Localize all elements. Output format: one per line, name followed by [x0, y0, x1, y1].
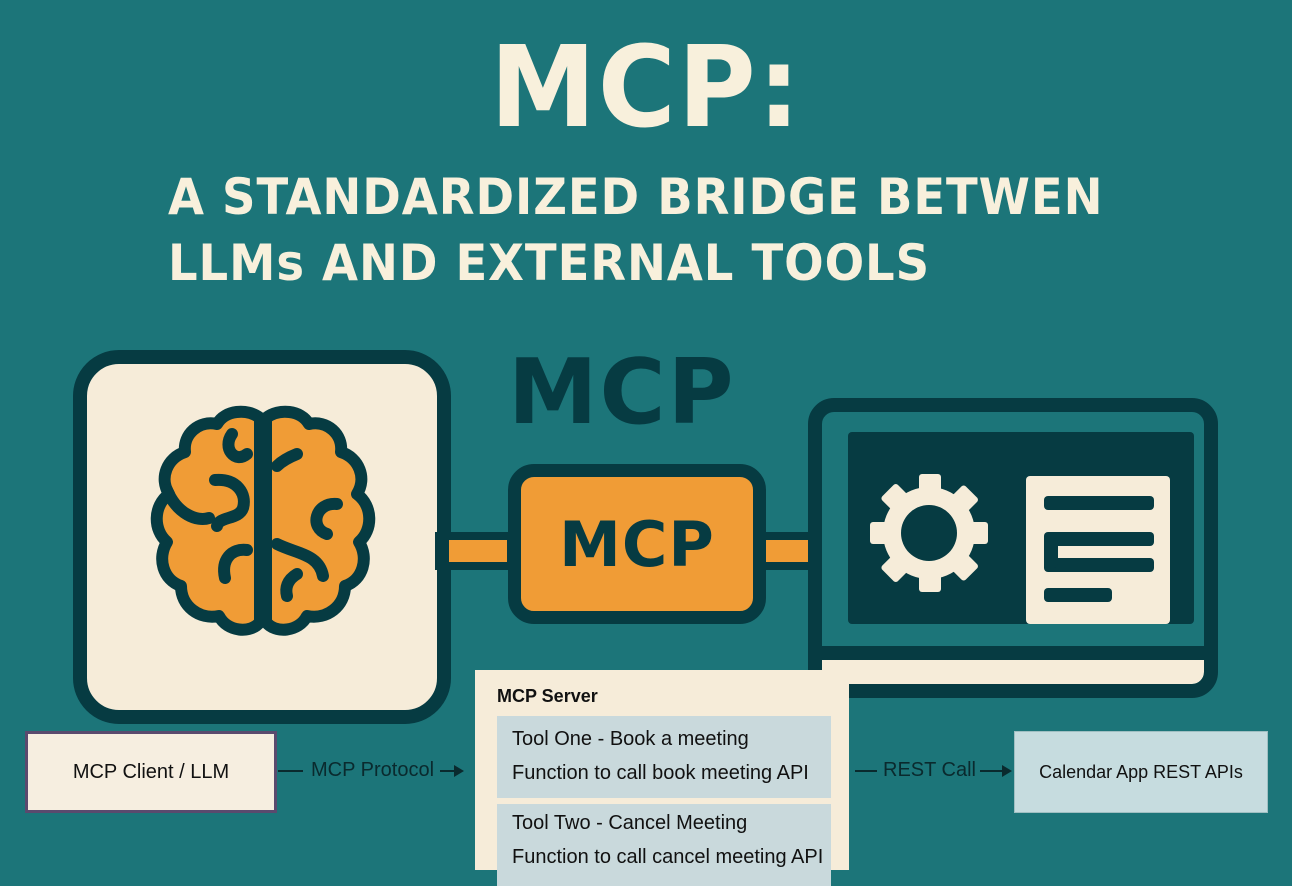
- mcp-chip-label: MCP: [559, 507, 715, 581]
- laptop-icon: [808, 398, 1218, 698]
- arrow-line: [855, 769, 877, 772]
- mcp-heading: MCP: [508, 340, 736, 445]
- brain-icon: [150, 405, 376, 636]
- mcp-protocol-label: MCP Protocol: [311, 759, 435, 781]
- tool-description: Function to call cancel meeting API: [512, 846, 824, 868]
- mcp-protocol-arrow: MCP Protocol: [278, 759, 465, 782]
- mcp-client-box: MCP Client / LLM: [25, 731, 277, 813]
- document-icon: [1026, 476, 1170, 624]
- arrow-line: [440, 769, 455, 772]
- subtitle-line-1: A STANDARDIZED BRIDGE BETWEN: [168, 168, 1104, 226]
- arrow-line: [980, 769, 1002, 772]
- mcp-server-title: MCP Server: [497, 686, 598, 706]
- gear-icon: [870, 474, 988, 592]
- rest-call-label: REST Call: [883, 759, 976, 781]
- arrow-right-icon: [454, 764, 465, 777]
- tool-card: Tool Two - Cancel Meeting Function to ca…: [497, 804, 831, 886]
- tool-name: Tool Two - Cancel Meeting: [512, 812, 748, 834]
- rest-call-arrow: REST Call: [855, 759, 1012, 782]
- laptop-base: [822, 660, 1204, 684]
- arrow-line: [278, 769, 303, 772]
- mcp-server-panel: MCP Server Tool One - Book a meeting Fun…: [475, 670, 849, 886]
- mcp-chip: MCP: [508, 464, 766, 624]
- llm-brain-card: [73, 350, 451, 724]
- tool-card: Tool One - Book a meeting Function to ca…: [497, 716, 831, 798]
- calendar-api-label: Calendar App REST APIs: [1039, 761, 1243, 782]
- mcp-client-label: MCP Client / LLM: [72, 760, 230, 783]
- laptop-hinge: [822, 646, 1204, 660]
- calendar-api-box: Calendar App REST APIs: [1014, 731, 1268, 813]
- tool-name: Tool One - Book a meeting: [512, 728, 749, 750]
- laptop-screen: [848, 432, 1194, 624]
- connector-left: [435, 532, 515, 570]
- subtitle-line-2: LLMs AND EXTERNAL TOOLS: [168, 234, 931, 292]
- tool-description: Function to call book meeting API: [512, 762, 809, 784]
- page-title: MCP:: [489, 23, 803, 153]
- arrow-right-icon: [1002, 764, 1012, 777]
